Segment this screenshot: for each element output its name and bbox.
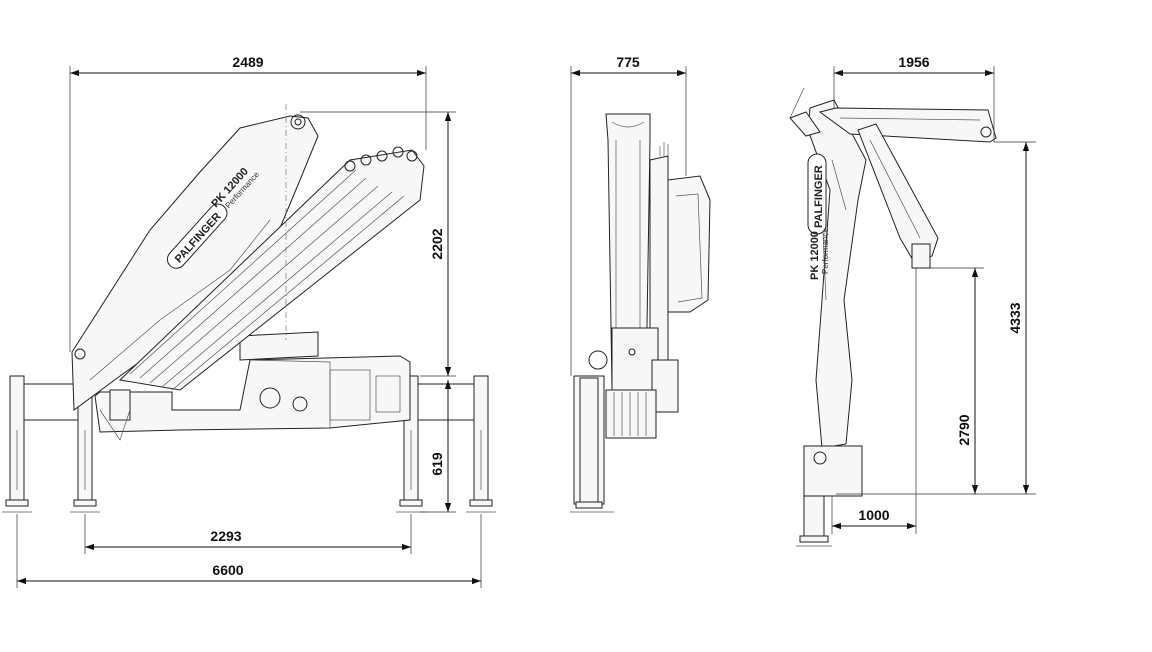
reach-model-name: PK 12000 (809, 231, 821, 280)
dim-label-1000: 1000 (858, 507, 889, 523)
dim-4333: 4333 (836, 141, 1036, 495)
side-view: 775 (570, 54, 711, 513)
reach-model-variant: Performance (821, 228, 830, 274)
dim-6600: 6600 (16, 514, 482, 588)
dim-2790: 2790 (930, 267, 984, 494)
dim-2202: 2202 (300, 111, 456, 377)
dim-2489: 2489 (69, 54, 427, 352)
side-valve-bank (605, 389, 657, 439)
dim-label-6600: 6600 (212, 562, 243, 578)
dim-label-2489: 2489 (232, 54, 263, 70)
dim-label-2293: 2293 (210, 528, 241, 544)
reach-main-boom (807, 99, 867, 449)
reach-brand-label: PALFINGER (807, 153, 827, 235)
dim-label-1956: 1956 (898, 54, 929, 70)
telescopic-boom (99, 146, 425, 441)
base-frame (94, 331, 411, 433)
reach-brand-name: PALFINGER (813, 165, 825, 228)
dim-1956: 1956 (833, 54, 995, 142)
dim-1000: 1000 (831, 268, 917, 534)
front-view: PALFINGER PK 12000 Performance 2489 2202… (2, 54, 496, 588)
dim-label-775: 775 (616, 54, 640, 70)
dim-775: 775 (570, 54, 687, 376)
dim-label-2790: 2790 (956, 414, 972, 445)
reach-model-label: PK 12000 Performance (809, 228, 830, 280)
reach-view: PALFINGER PK 12000 Performance 1956 (789, 54, 1036, 547)
dim-label-2202: 2202 (429, 228, 445, 259)
dim-label-4333: 4333 (1007, 302, 1023, 333)
right-outrigger (396, 375, 496, 513)
left-outrigger (2, 375, 100, 513)
dim-619: 619 (420, 380, 456, 513)
dim-2293: 2293 (84, 514, 412, 554)
reach-slewing-base (803, 445, 863, 497)
dim-label-619: 619 (429, 452, 445, 476)
reach-diagonal-jib (857, 123, 939, 263)
main-boom (71, 114, 319, 411)
